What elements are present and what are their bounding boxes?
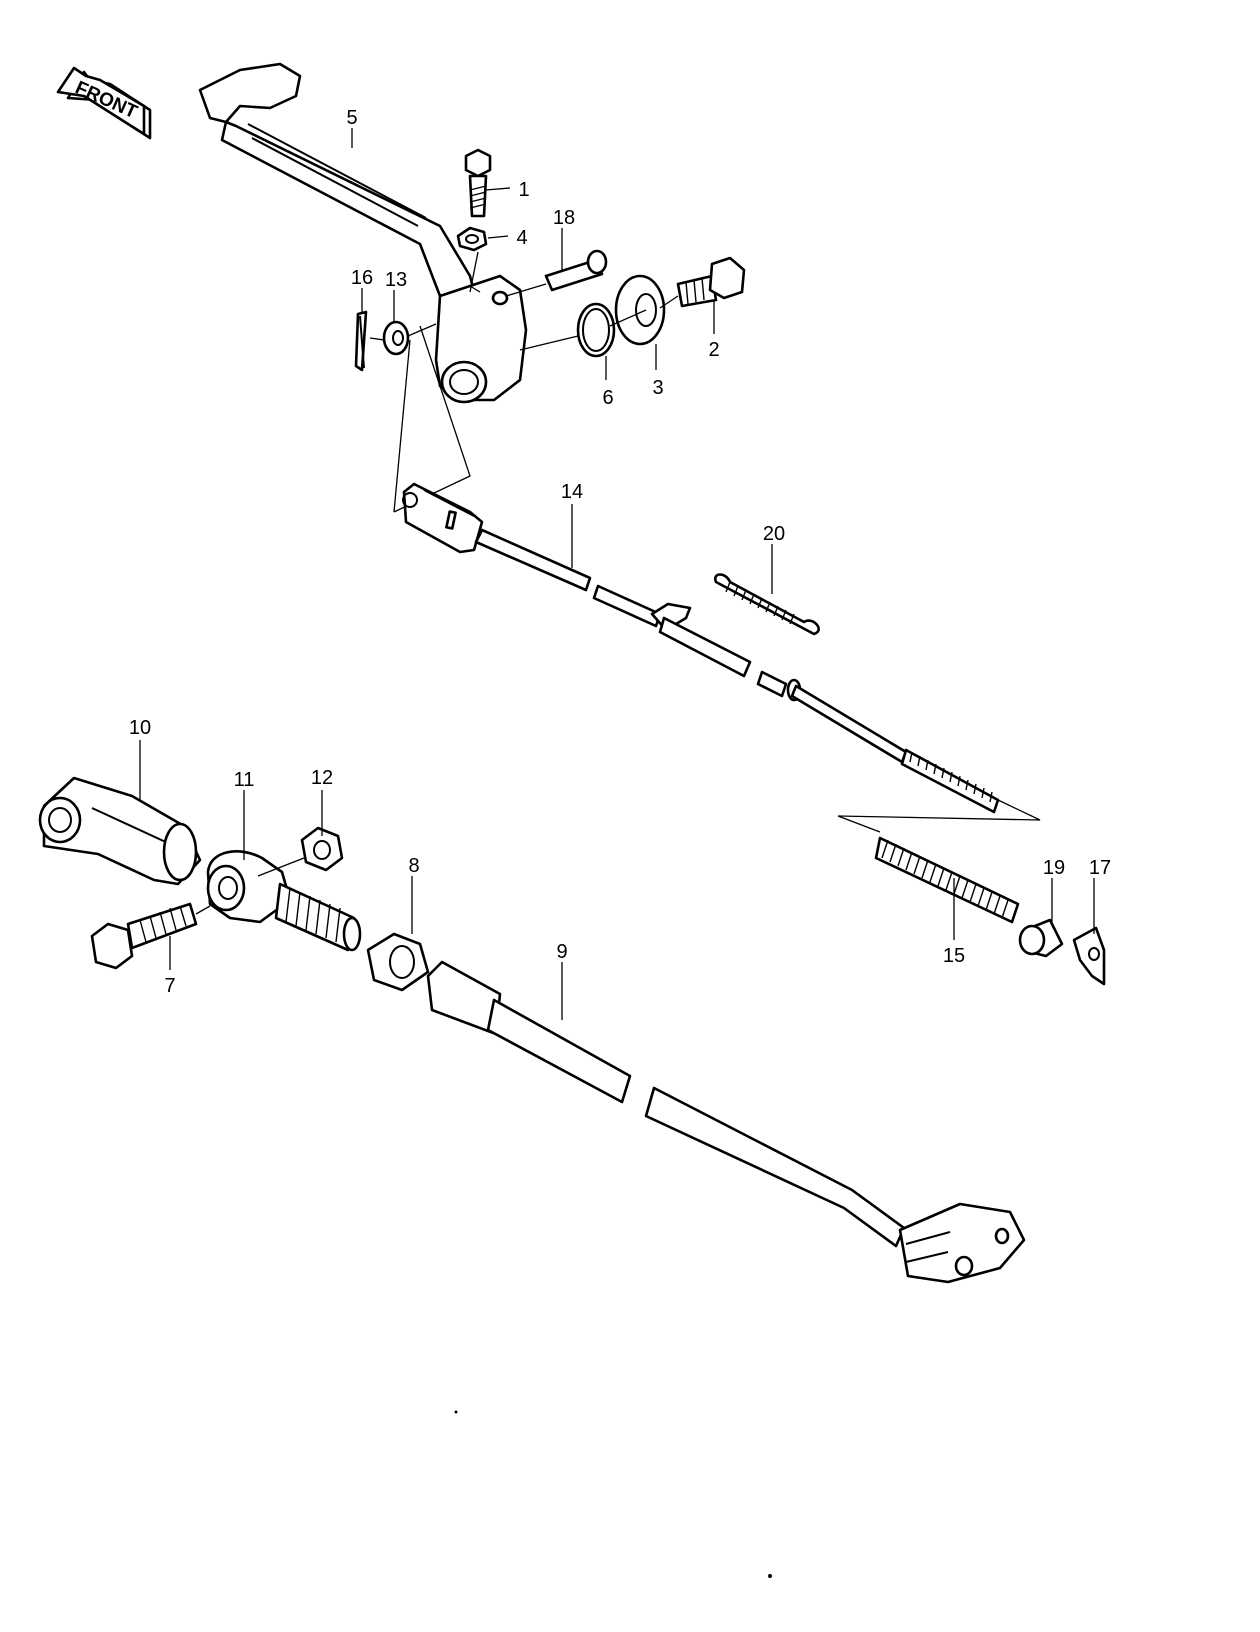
brake-pedal — [198, 62, 528, 404]
callout-5: 5 — [346, 107, 357, 129]
cotter-plate — [1072, 926, 1106, 986]
callout-20: 20 — [763, 523, 785, 545]
clevis-pin — [505, 249, 608, 297]
brake-rod — [402, 482, 1041, 833]
rod-nut — [366, 932, 430, 992]
rod-end-cap — [38, 776, 202, 886]
washer — [614, 274, 666, 346]
rod-end — [206, 850, 362, 952]
leader-lines — [139, 128, 1095, 1020]
small-washer — [382, 320, 410, 356]
callout-19: 19 — [1043, 857, 1065, 879]
rod-end-nut — [257, 826, 344, 877]
callout-2: 2 — [708, 339, 719, 361]
callout-9: 9 — [556, 941, 567, 963]
callout-3: 3 — [652, 377, 663, 399]
callout-16: 16 — [351, 267, 373, 289]
callout-4: 4 — [516, 227, 527, 249]
callout-14: 14 — [561, 481, 583, 503]
adjuster-nut — [1018, 918, 1064, 958]
adjuster-spring — [874, 836, 1020, 924]
pedal-bolt — [464, 148, 492, 218]
callout-18: 18 — [553, 207, 575, 229]
callout-10: 10 — [129, 717, 151, 739]
rod-end-bolt — [90, 902, 211, 970]
callout-12: 12 — [311, 767, 333, 789]
brake-adjusting-rod — [426, 960, 1026, 1284]
callout-8: 8 — [408, 855, 419, 877]
callout-11: 11 — [234, 769, 255, 791]
callout-13: 13 — [385, 269, 407, 291]
cotter-pin — [354, 310, 368, 372]
callout-1: 1 — [518, 179, 529, 201]
callout-7: 7 — [164, 975, 175, 997]
circlip — [576, 302, 616, 358]
callout-15: 15 — [943, 945, 965, 967]
callout-6: 6 — [602, 387, 613, 409]
callout-17: 17 — [1089, 857, 1111, 879]
front-arrow-icon: FRONT — [56, 66, 152, 140]
return-spring — [714, 573, 820, 636]
pivot-bolt — [659, 256, 746, 309]
pedal-nut — [456, 226, 488, 252]
